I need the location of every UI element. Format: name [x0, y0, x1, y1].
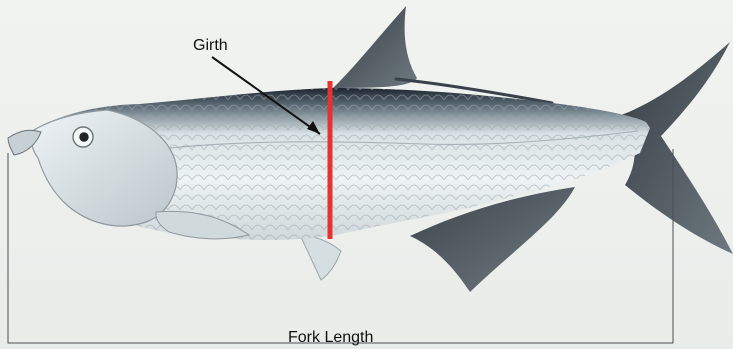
fork-length-label: Fork Length — [288, 330, 373, 346]
pelvic-fin — [300, 235, 341, 280]
dorsal-fin — [333, 6, 417, 88]
girth-label: Girth — [193, 38, 228, 54]
